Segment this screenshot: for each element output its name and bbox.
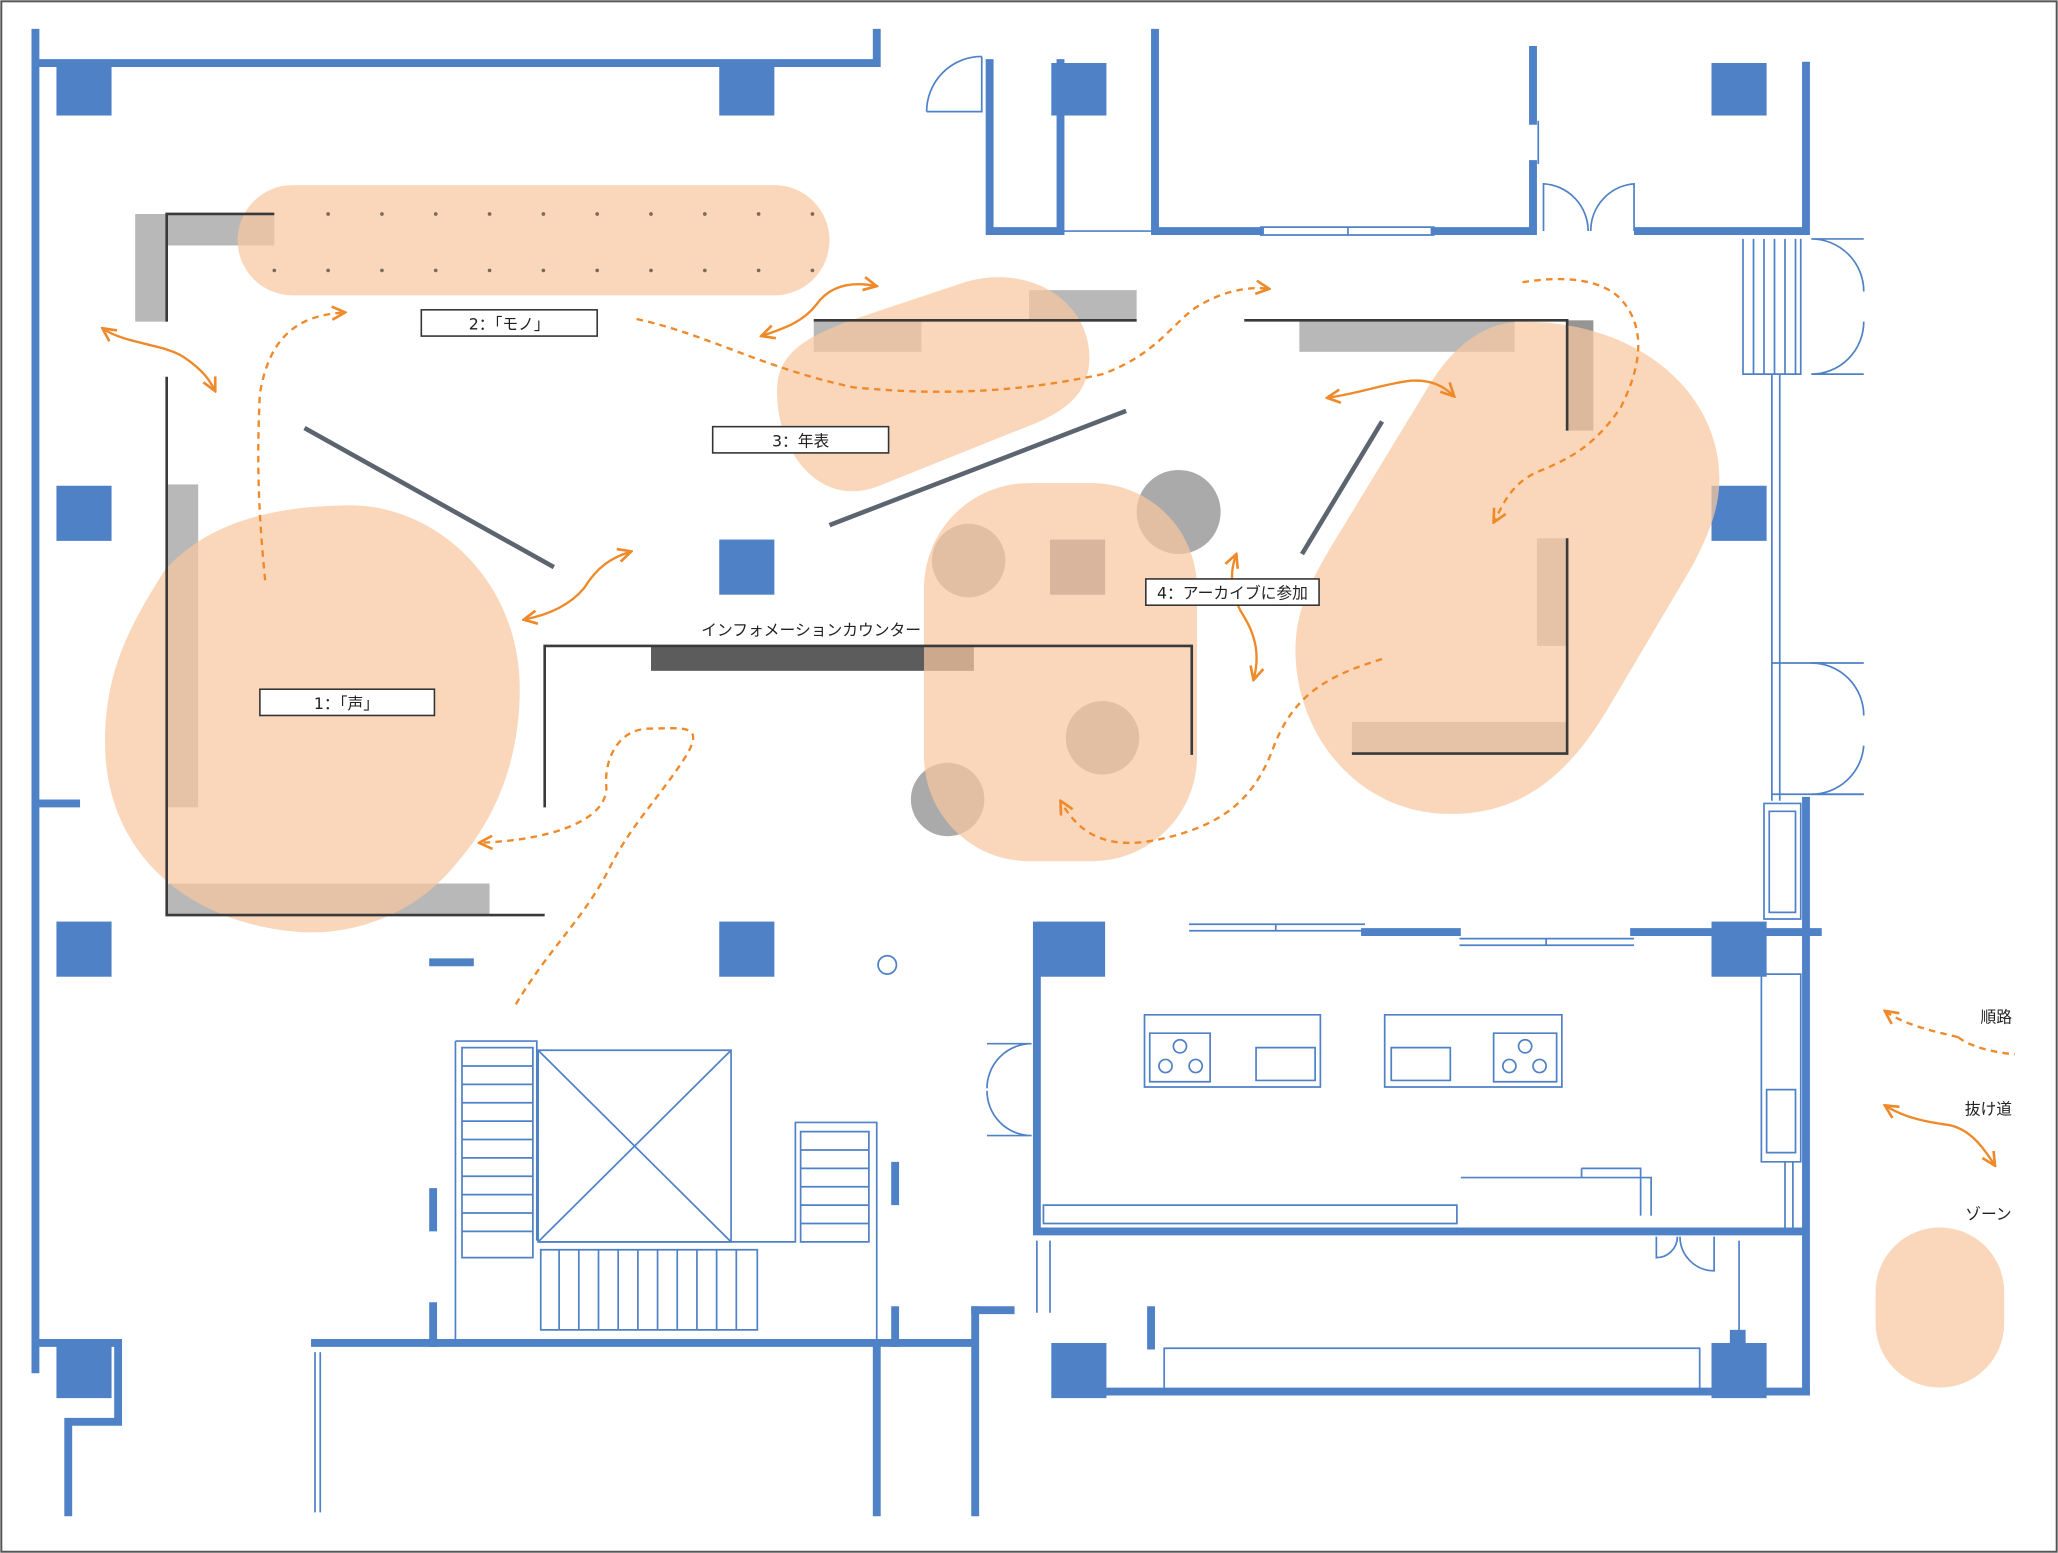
columns xyxy=(56,63,1767,1399)
zone-2-label: 2：「モノ」 xyxy=(469,315,550,334)
legend-route-label: 順路 xyxy=(1981,1008,2013,1027)
zone-4-label: 4：アーカイブに参加 xyxy=(1157,584,1308,603)
passages xyxy=(102,284,1995,1166)
thin-lines xyxy=(314,120,1864,1513)
zone-2-dots xyxy=(272,212,815,273)
legend-passage-label: 抜け道 xyxy=(1965,1100,2012,1119)
zone-4b-area xyxy=(1295,321,1720,814)
kitchen xyxy=(1143,1013,1563,1088)
zone-1-label-box xyxy=(259,688,436,717)
legend-zone-swatch xyxy=(1875,1227,2005,1388)
exhibit-zones xyxy=(105,185,1720,933)
legend-zone-label: ゾーン xyxy=(1965,1205,2011,1224)
info-counter-label: インフォメーションカウンター xyxy=(701,620,921,639)
zone-2-area xyxy=(237,185,830,296)
elevator-shaft xyxy=(537,1049,732,1243)
zone-4a-area xyxy=(924,483,1197,862)
zone-3-label: 3：年表 xyxy=(772,431,830,450)
zone-2-label-box xyxy=(420,309,598,337)
zone-3-label-box xyxy=(711,425,890,454)
routes xyxy=(257,277,2015,1056)
doors xyxy=(925,55,1865,1272)
zone-1-area xyxy=(105,505,520,933)
zone-1-label: 1：「声」 xyxy=(314,694,379,713)
partitions xyxy=(165,212,1569,917)
stairs xyxy=(461,1046,870,1331)
zone-4-label-box xyxy=(1145,578,1320,606)
